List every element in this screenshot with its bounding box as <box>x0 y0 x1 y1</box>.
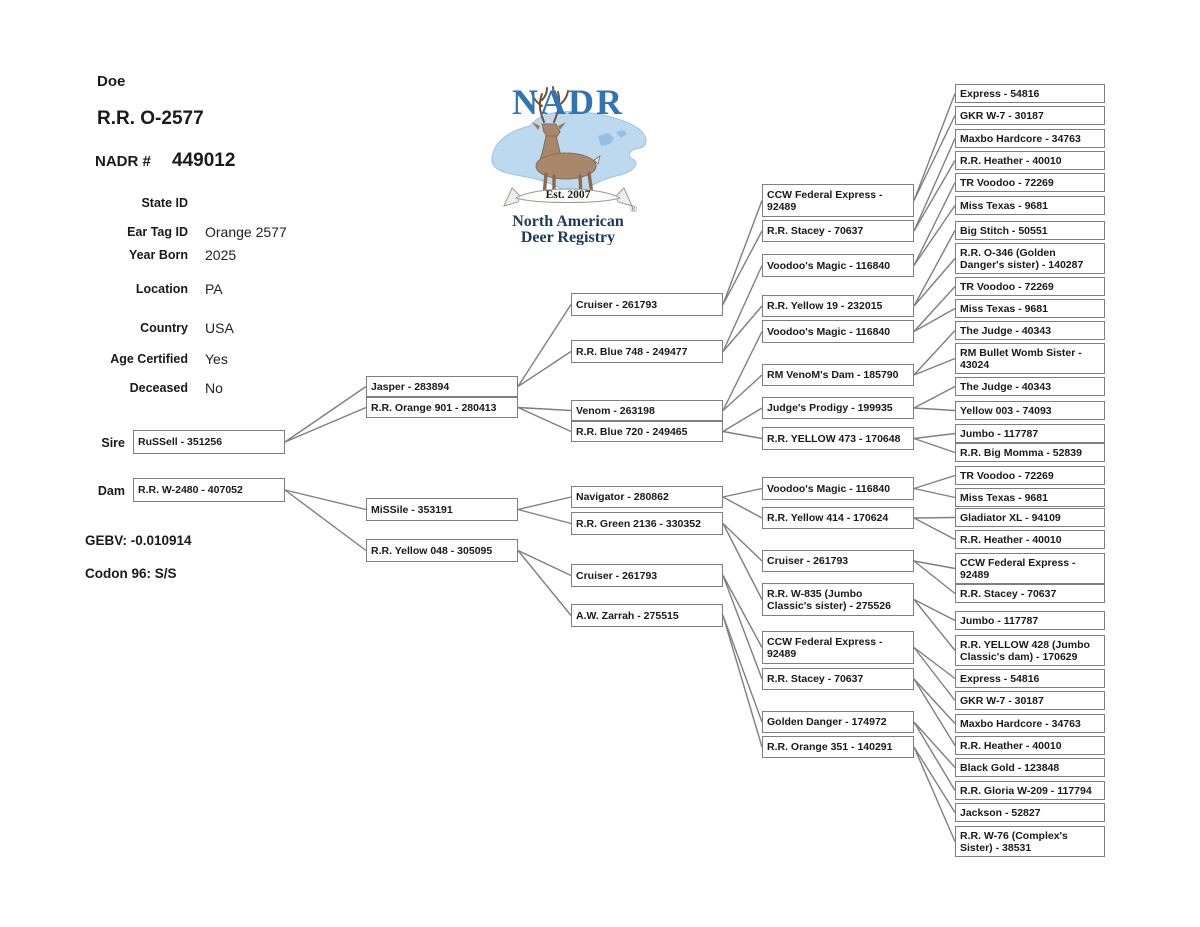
pedigree-node-g5_31: Jackson - 52827 <box>955 803 1105 822</box>
pedigree-node-yellow048: R.R. Yellow 048 - 305095 <box>366 539 518 562</box>
pedigree-node-g5_12: RM Bullet Womb Sister - 43024 <box>955 343 1105 374</box>
nadr-number-label: NADR # <box>95 153 151 170</box>
pedigree-node-g5_15: Jumbo - 117787 <box>955 424 1105 443</box>
pedigree-node-g5_20: R.R. Heather - 40010 <box>955 530 1105 549</box>
pedigree-node-g5_2: GKR W-7 - 30187 <box>955 106 1105 125</box>
pedigree-node-blue720: R.R. Blue 720 - 249465 <box>571 421 723 442</box>
pedigree-node-g5_13: The Judge - 40343 <box>955 377 1105 396</box>
pedigree-node-g5_8: R.R. O-346 (Golden Danger's sister) - 14… <box>955 243 1105 274</box>
pedigree-node-g4_6: RM VenoM's Dam - 185790 <box>762 364 914 386</box>
logo-acronym: NADR <box>512 82 624 122</box>
field-label-ear-tag-id: Ear Tag ID <box>127 225 188 239</box>
pedigree-node-navigator: Navigator - 280862 <box>571 486 723 508</box>
pedigree-node-zarrah: A.W. Zarrah - 275515 <box>571 604 723 627</box>
map-lakes <box>598 130 627 146</box>
nadr-logo: NADR Est. 2007 ® North American Deer Reg… <box>478 80 658 246</box>
pedigree-node-venom: Venom - 263198 <box>571 400 723 421</box>
pedigree-node-g5_27: Maxbo Hardcore - 34763 <box>955 714 1105 733</box>
pedigree-node-g5_29: Black Gold - 123848 <box>955 758 1105 777</box>
pedigree-node-g4_5: Voodoo's Magic - 116840 <box>762 320 914 343</box>
pedigree-node-g4_16: R.R. Orange 351 - 140291 <box>762 736 914 758</box>
pedigree-node-dam: R.R. W-2480 - 407052 <box>133 478 285 502</box>
dam-label: Dam <box>97 484 125 498</box>
pedigree-node-jasper: Jasper - 283894 <box>366 376 518 397</box>
field-value-location: PA <box>205 281 223 297</box>
pedigree-node-g4_12: R.R. W-835 (Jumbo Classic's sister) - 27… <box>762 583 914 616</box>
pedigree-node-g5_24: R.R. YELLOW 428 (Jumbo Classic's dam) - … <box>955 635 1105 666</box>
pedigree-node-g5_23: Jumbo - 117787 <box>955 611 1105 630</box>
logo-name-line1: North American <box>512 213 624 230</box>
logo-registered-mark: ® <box>630 204 637 214</box>
field-label-state-id: State ID <box>141 196 188 210</box>
field-label-deceased: Deceased <box>129 381 188 395</box>
pedigree-node-g5_5: TR Voodoo - 72269 <box>955 173 1105 192</box>
sire-label: Sire <box>101 436 125 450</box>
pedigree-node-g5_11: The Judge - 40343 <box>955 321 1105 340</box>
pedigree-node-g4_8: R.R. YELLOW 473 - 170648 <box>762 427 914 450</box>
pedigree-node-missile: MiSSile - 353191 <box>366 498 518 521</box>
pedigree-node-g5_3: Maxbo Hardcore - 34763 <box>955 129 1105 148</box>
pedigree-node-g5_1: Express - 54816 <box>955 84 1105 103</box>
field-value-country: USA <box>205 320 234 336</box>
field-value-year-born: 2025 <box>205 247 237 263</box>
field-label-age-certified: Age Certified <box>110 352 188 366</box>
pedigree-node-g4_4: R.R. Yellow 19 - 232015 <box>762 295 914 317</box>
pedigree-node-g5_32: R.R. W-76 (Complex's Sister) - 38531 <box>955 826 1105 857</box>
pedigree-node-g4_7: Judge's Prodigy - 199935 <box>762 397 914 419</box>
gebv-value: GEBV: -0.010914 <box>85 533 192 548</box>
pedigree-node-green2136: R.R. Green 2136 - 330352 <box>571 512 723 535</box>
pedigree-node-g5_18: Miss Texas - 9681 <box>955 488 1105 507</box>
deer-silhouette <box>531 86 601 200</box>
est-banner: Est. 2007 <box>503 187 633 207</box>
pedigree-node-g5_30: R.R. Gloria W-209 - 117794 <box>955 781 1105 800</box>
pedigree-node-g4_11: Cruiser - 261793 <box>762 550 914 572</box>
pedigree-node-g5_10: Miss Texas - 9681 <box>955 299 1105 318</box>
pedigree-node-g4_13: CCW Federal Express - 92489 <box>762 631 914 664</box>
pedigree-node-g5_9: TR Voodoo - 72269 <box>955 277 1105 296</box>
pedigree-node-g5_28: R.R. Heather - 40010 <box>955 736 1105 755</box>
pedigree-node-g5_16: R.R. Big Momma - 52839 <box>955 443 1105 462</box>
pedigree-node-cruiser2: Cruiser - 261793 <box>571 564 723 587</box>
pedigree-node-orange901: R.R. Orange 901 - 280413 <box>366 397 518 418</box>
field-label-location: Location <box>135 282 188 296</box>
pedigree-node-g4_14: R.R. Stacey - 70637 <box>762 668 914 690</box>
field-label-country: Country <box>140 321 188 335</box>
pedigree-node-g4_15: Golden Danger - 174972 <box>762 711 914 733</box>
pedigree-node-g5_6: Miss Texas - 9681 <box>955 196 1105 215</box>
nadr-number-value: 449012 <box>172 150 236 171</box>
logo-name-line2: Deer Registry <box>521 229 615 245</box>
pedigree-node-g5_4: R.R. Heather - 40010 <box>955 151 1105 170</box>
pedigree-node-blue748: R.R. Blue 748 - 249477 <box>571 340 723 363</box>
pedigree-node-g5_19: Gladiator XL - 94109 <box>955 508 1105 527</box>
pedigree-node-g5_22: R.R. Stacey - 70637 <box>955 584 1105 603</box>
pedigree-node-g5_17: TR Voodoo - 72269 <box>955 466 1105 485</box>
pedigree-node-g4_10: R.R. Yellow 414 - 170624 <box>762 507 914 529</box>
logo-est-text: Est. 2007 <box>546 189 591 201</box>
pedigree-node-g4_2: R.R. Stacey - 70637 <box>762 220 914 242</box>
pedigree-node-sire: RuSSell - 351256 <box>133 430 285 454</box>
pedigree-node-g5_25: Express - 54816 <box>955 669 1105 688</box>
field-value-deceased: No <box>205 380 223 396</box>
field-value-ear-tag-id: Orange 2577 <box>205 224 287 240</box>
pedigree-node-cruiser1: Cruiser - 261793 <box>571 293 723 316</box>
subject-sex: Doe <box>97 73 126 90</box>
pedigree-node-g4_1: CCW Federal Express - 92489 <box>762 184 914 217</box>
pedigree-node-g4_3: Voodoo's Magic - 116840 <box>762 254 914 277</box>
codon-value: Codon 96: S/S <box>85 566 177 581</box>
pedigree-node-g5_26: GKR W-7 - 30187 <box>955 691 1105 710</box>
field-label-year-born: Year Born <box>128 248 188 262</box>
nadr-logo-graphic: NADR Est. 2007 ® North American Deer Reg… <box>491 82 647 246</box>
field-value-age-certified: Yes <box>205 351 228 367</box>
pedigree-node-g5_14: Yellow 003 - 74093 <box>955 401 1105 420</box>
pedigree-node-g4_9: Voodoo's Magic - 116840 <box>762 477 914 500</box>
subject-name: R.R. O-2577 <box>97 108 204 129</box>
pedigree-node-g5_21: CCW Federal Express - 92489 <box>955 553 1105 584</box>
pedigree-node-g5_7: Big Stitch - 50551 <box>955 221 1105 240</box>
